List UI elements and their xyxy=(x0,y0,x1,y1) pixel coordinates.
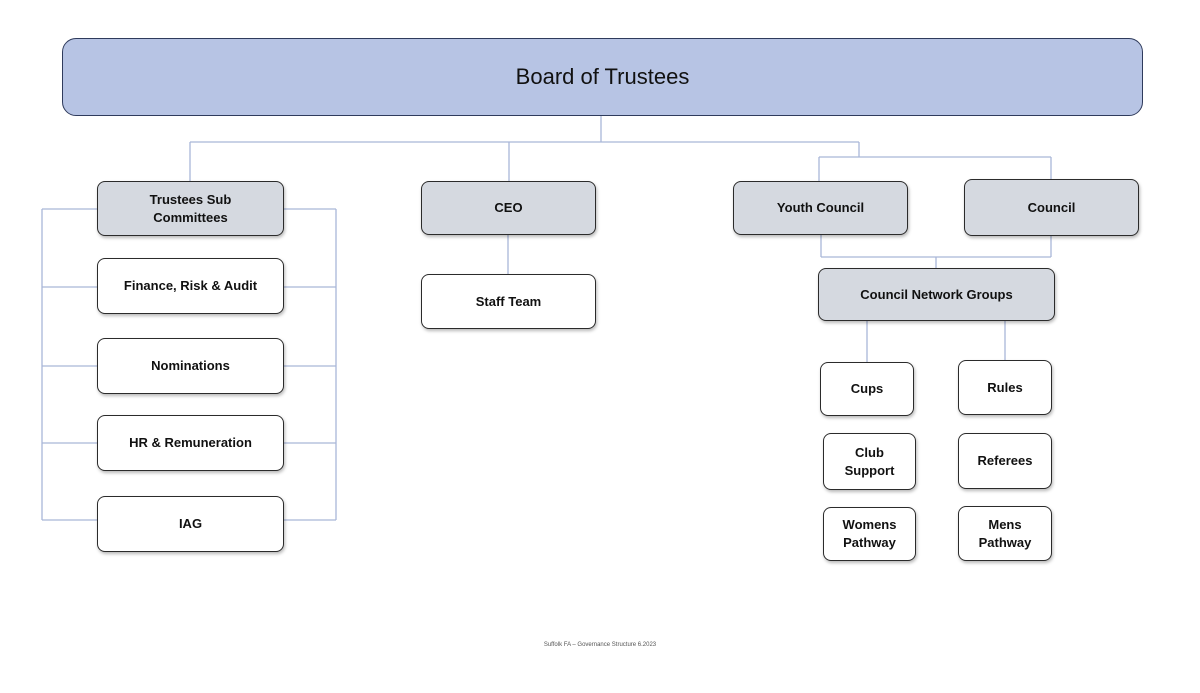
network-group-rules-box: Rules xyxy=(958,360,1052,415)
network-group-mens-pathway-box: Mens Pathway xyxy=(958,506,1052,561)
staff-team-label: Staff Team xyxy=(475,293,542,309)
network-group-womens-pathway-box: Womens Pathway xyxy=(823,507,916,561)
committee-iag-box: IAG xyxy=(97,496,284,552)
network-group-womens-pathway-label: Womens Pathway xyxy=(842,517,897,550)
committee-hr-remuneration-label: HR & Remuneration xyxy=(129,435,252,450)
youth-council-label: Youth Council xyxy=(776,200,865,215)
network-group-referees-box: Referees xyxy=(958,433,1052,489)
board-of-trustees-box: Board of Trustees xyxy=(62,38,1143,116)
ceo-label: CEO xyxy=(494,200,523,215)
network-group-club-support-box: Club Support xyxy=(823,433,916,490)
trustees-sub-committees-label: Trustees Sub Committees xyxy=(149,191,232,225)
network-group-referees-label: Referees xyxy=(977,453,1033,468)
committee-iag-label: IAG xyxy=(178,516,203,531)
council-label: Council xyxy=(1027,199,1076,215)
council-box: Council xyxy=(964,179,1139,236)
network-group-cups-label: Cups xyxy=(850,381,884,396)
council-network-groups-box: Council Network Groups xyxy=(818,268,1055,321)
committee-nominations-box: Nominations xyxy=(97,338,284,394)
youth-council-box: Youth Council xyxy=(733,181,908,235)
network-group-cups-box: Cups xyxy=(820,362,914,416)
committee-nominations-label: Nominations xyxy=(151,358,230,373)
council-network-groups-label: Council Network Groups xyxy=(860,286,1013,302)
network-group-rules-label: Rules xyxy=(987,379,1023,395)
board-of-trustees-label: Board of Trustees xyxy=(515,64,690,89)
network-group-club-support-label: Club Support xyxy=(844,444,895,478)
ceo-box: CEO xyxy=(421,181,596,235)
staff-team-box: Staff Team xyxy=(421,274,596,329)
committee-finance-risk-audit-box: Finance, Risk & Audit xyxy=(97,258,284,314)
footer-caption: Suffolk FA – Governance Structure 6.2023 xyxy=(543,642,657,648)
committee-hr-remuneration-box: HR & Remuneration xyxy=(97,415,284,471)
network-group-mens-pathway-label: Mens Pathway xyxy=(978,516,1032,550)
committee-finance-risk-audit-label: Finance, Risk & Audit xyxy=(123,278,258,293)
trustees-sub-committees-box: Trustees Sub Committees xyxy=(97,181,284,236)
